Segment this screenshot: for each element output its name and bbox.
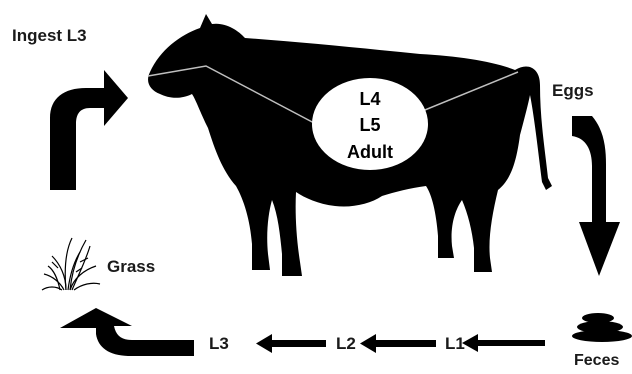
belly-l5: L5 bbox=[310, 116, 430, 134]
eggs-label: Eggs bbox=[552, 82, 594, 99]
l3-label: L3 bbox=[209, 335, 229, 352]
feces-label: Feces bbox=[574, 353, 619, 369]
arrow-l1 bbox=[462, 334, 545, 352]
eggs-arrow bbox=[572, 116, 620, 276]
return-arrow bbox=[60, 308, 194, 356]
grass-label: Grass bbox=[107, 258, 155, 275]
arrow-l3 bbox=[256, 334, 326, 353]
feces-pile bbox=[572, 313, 632, 342]
grass-icon bbox=[42, 238, 100, 290]
ingest-arrow bbox=[50, 70, 128, 190]
l1-label: L1 bbox=[445, 335, 465, 352]
arrow-l2 bbox=[360, 334, 436, 353]
l2-label: L2 bbox=[336, 335, 356, 352]
belly-l4: L4 bbox=[310, 90, 430, 108]
ingest-label: Ingest L3 bbox=[12, 27, 87, 44]
belly-adult: Adult bbox=[310, 143, 430, 161]
